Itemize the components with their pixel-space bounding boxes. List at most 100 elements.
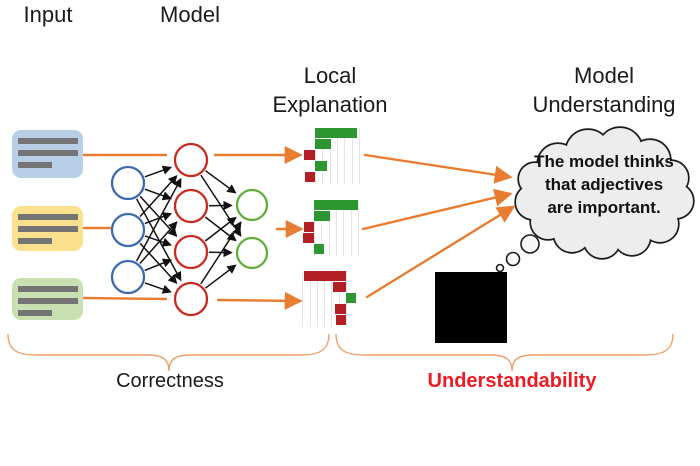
- chart-gridline: [335, 200, 337, 256]
- network-nodes: [110, 142, 269, 317]
- nn-node-hidden: [173, 142, 209, 178]
- header-model-understanding: Model Understanding: [502, 61, 700, 119]
- understandability-brace: [335, 333, 674, 372]
- thought-trail-circle: [505, 251, 521, 267]
- explanation-bar-red: [304, 271, 346, 281]
- explanation-bar-red: [303, 233, 314, 243]
- header-model-understanding-line2: Understanding: [532, 92, 676, 117]
- thought-bubble-line2: that adjectives: [544, 175, 664, 194]
- nn-node-hidden: [173, 281, 209, 317]
- nn-node-hidden: [173, 188, 209, 224]
- understandability-label: Understandability: [427, 370, 597, 392]
- chart-gridline: [350, 200, 352, 256]
- document-text-line: [18, 238, 52, 244]
- nn-node-input: [110, 165, 146, 201]
- thought-bubble-line3: are important.: [547, 198, 661, 217]
- network-edge: [204, 216, 237, 242]
- document-text-line: [18, 298, 78, 304]
- explanation-bar-green: [315, 161, 327, 171]
- header-local-explanation-line2: Explanation: [272, 92, 388, 117]
- explanation-bar-green: [314, 211, 330, 221]
- chart-gridline: [343, 200, 345, 256]
- network-edge: [144, 258, 173, 272]
- explanation-bar-green: [346, 293, 356, 303]
- network-edge: [144, 165, 173, 178]
- document-text-line: [18, 214, 78, 220]
- header-input-label: Input: [23, 2, 73, 27]
- header-model-understanding-line1: Model: [574, 63, 634, 88]
- chart-gridline: [316, 271, 318, 327]
- network-edge: [135, 177, 182, 262]
- document-text-line: [18, 162, 52, 168]
- explanation-bar-red: [304, 150, 315, 160]
- thought-trail-circle: [520, 234, 540, 254]
- chart-gridline: [329, 128, 331, 184]
- network-edge: [135, 198, 182, 282]
- document-text-line: [18, 138, 78, 144]
- arrow-input3-segment: [82, 296, 168, 301]
- bottom-braces: [7, 333, 674, 372]
- header-input: Input: [0, 0, 96, 29]
- chart-gridline: [331, 271, 333, 327]
- document-text-line: [18, 310, 52, 316]
- chart-gridline: [344, 128, 346, 184]
- correctness-brace: [7, 333, 330, 372]
- arrow-explanation1-to-understanding: [363, 153, 513, 184]
- input-document-green: [12, 278, 83, 320]
- network-edge: [139, 221, 178, 264]
- explanation-bar-green: [314, 200, 358, 210]
- document-text-line: [18, 286, 78, 292]
- document-text-line: [18, 150, 78, 156]
- document-text-line: [18, 226, 78, 232]
- network-edge: [139, 175, 178, 218]
- network-edge: [144, 212, 173, 225]
- orange-flow-arrows: [82, 146, 516, 310]
- explanation-bar-red: [305, 172, 315, 182]
- chart-gridline: [315, 128, 316, 184]
- thought-bubble-text: The model thinks that adjectives are imp…: [522, 150, 686, 219]
- nn-node-input: [110, 259, 146, 295]
- chart-gridline: [338, 271, 340, 327]
- thought-bubble-trail: [495, 234, 540, 273]
- network-edge: [144, 188, 173, 201]
- chart-gridline: [322, 128, 324, 184]
- network-edge: [139, 242, 178, 285]
- black-box: [435, 272, 507, 343]
- network-edge: [205, 170, 237, 194]
- nn-node-hidden: [173, 234, 209, 270]
- network-edge: [144, 282, 172, 294]
- chart-gridline: [358, 128, 360, 184]
- chart-gridline: [309, 271, 311, 327]
- arrow-explanation3-to-understanding: [365, 205, 516, 299]
- header-model: Model: [138, 0, 242, 29]
- nn-node-output: [235, 188, 269, 222]
- chart-gridline: [351, 128, 353, 184]
- chart-gridline: [324, 271, 326, 327]
- explanation-bar-red: [333, 282, 346, 292]
- thought-bubble-line1: The model thinks: [534, 152, 674, 171]
- header-local-explanation: Local Explanation: [250, 61, 410, 119]
- thought-trail-circle: [495, 263, 505, 273]
- network-edge: [200, 221, 242, 285]
- header-model-label: Model: [160, 2, 220, 27]
- arrow-to-explanation3: [216, 291, 303, 310]
- chart-gridline: [336, 128, 338, 184]
- chart-gridline: [321, 200, 323, 256]
- input-document-blue: [12, 130, 83, 178]
- correctness-label: Correctness: [116, 370, 224, 392]
- header-local-explanation-line1: Local: [303, 63, 357, 88]
- nn-node-output: [235, 236, 269, 270]
- explanation-bar-green: [314, 244, 324, 254]
- network-edge: [204, 264, 237, 289]
- arrow-explanation2-to-understanding: [361, 188, 513, 231]
- explanation-bar-red: [336, 315, 346, 325]
- chart-gridline: [302, 271, 304, 327]
- explanation-bar-green: [315, 128, 357, 138]
- chart-gridline: [328, 200, 330, 256]
- network-edge: [204, 216, 237, 242]
- explanation-bar-red: [304, 222, 314, 232]
- chart-gridline: [314, 200, 315, 256]
- thought-bubble-cloud: [514, 126, 695, 260]
